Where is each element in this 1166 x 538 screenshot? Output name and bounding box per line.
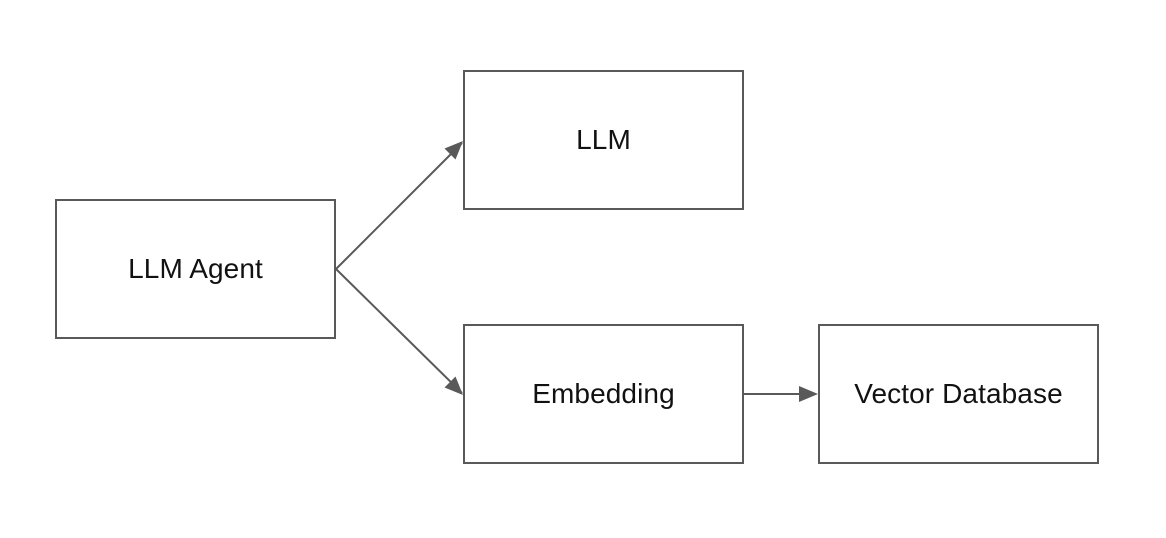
node-llm-agent: LLM Agent	[55, 199, 336, 339]
node-llm-agent-label: LLM Agent	[128, 253, 263, 284]
node-embedding-label: Embedding	[532, 378, 675, 409]
node-vector-database: Vector Database	[818, 324, 1099, 464]
edge-agent-to-llm	[335, 142, 463, 270]
node-vector-database-label: Vector Database	[854, 378, 1063, 409]
edge-agent-to-embedding	[335, 268, 463, 394]
node-llm: LLM	[463, 70, 744, 210]
node-embedding: Embedding	[463, 324, 744, 464]
arrowhead-agent-to-llm	[444, 141, 463, 160]
arrowhead-agent-to-embedding	[444, 376, 463, 395]
arrowhead-embedding-to-vector	[799, 386, 818, 402]
node-llm-label: LLM	[576, 124, 631, 155]
